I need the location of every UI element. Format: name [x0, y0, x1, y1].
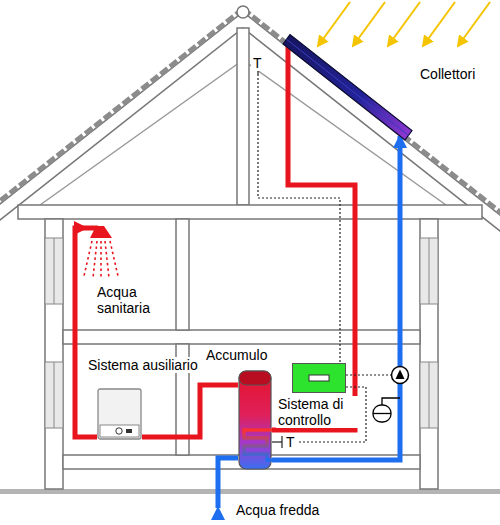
sensor-label: T [251, 55, 264, 71]
window [54, 238, 55, 304]
sun-ray [318, 2, 490, 46]
window [45, 362, 63, 428]
pipe-connector [272, 136, 400, 460]
roof [237, 6, 249, 18]
pipe-connector [75, 228, 97, 437]
expansion-vessel [373, 413, 391, 414]
shower-head-shape [84, 241, 92, 276]
building-structure [63, 330, 420, 344]
inlet-label: Acqua fredda [234, 502, 321, 518]
expansion-vessel [382, 398, 400, 405]
shower-head-shape [105, 241, 109, 278]
node-label: Sistema ausiliario [86, 357, 200, 373]
temperature-sensor [281, 436, 282, 448]
control-unit-shape [292, 363, 346, 393]
building-structure [176, 219, 189, 330]
circulation-pump [396, 370, 405, 380]
storage-tank-shape [238, 368, 272, 470]
node-label: Sistema di controllo [276, 396, 358, 428]
expansion-vessel [373, 405, 391, 422]
control-wire [258, 74, 340, 363]
window [420, 238, 438, 304]
node-label: Accumulo [204, 347, 269, 363]
shower-head-shape [90, 226, 112, 238]
auxiliary-boiler-shape [126, 429, 132, 433]
storage-tank: Accumulo [238, 368, 272, 470]
storage-tank-shape [239, 371, 271, 385]
node-label: Collettori [418, 66, 477, 82]
collector-panel: Collettori [282, 30, 414, 144]
sun-ray [388, 2, 420, 46]
auxiliary-boiler-shape [97, 388, 142, 440]
shower-head-shape [110, 241, 118, 276]
sun-ray [353, 2, 385, 46]
temperature-sensor [272, 441, 282, 442]
cold-water-pipe [218, 458, 238, 508]
storage-tank-shape [244, 430, 272, 460]
window [429, 362, 430, 428]
shower-head-shape [86, 218, 120, 248]
building-structure [237, 28, 249, 205]
building-structure [18, 205, 482, 219]
control-unit-shape [293, 364, 346, 393]
cold-water-pipe [211, 506, 225, 520]
building-structure [18, 28, 482, 489]
control-wire [346, 374, 391, 375]
auxiliary-boiler: Sistema ausiliario [97, 388, 142, 440]
sensor-label: T [284, 434, 297, 450]
window [54, 362, 55, 428]
sun-ray [318, 2, 350, 46]
roof [0, 12, 500, 235]
control-wire [258, 74, 391, 442]
building-structure [45, 219, 63, 489]
circulation-pump [392, 367, 409, 384]
roof [0, 9, 243, 205]
shower-head: Acqua sanitaria [86, 218, 120, 248]
building-structure [420, 219, 438, 489]
shower-head-shape [100, 241, 102, 279]
control-unit: Sistema di controllo [292, 363, 346, 393]
collector-panel-shape [282, 30, 414, 144]
roof [0, 6, 500, 235]
shower-head-shape [84, 241, 118, 279]
auxiliary-boiler-shape [116, 428, 122, 434]
auxiliary-boiler-shape [98, 389, 141, 439]
window [45, 238, 63, 304]
sun-ray [423, 2, 455, 46]
window [420, 362, 438, 428]
expansion-vessel [373, 398, 400, 422]
node-label: Acqua sanitaria [95, 284, 171, 316]
pipe-connector [272, 42, 355, 430]
sun-ray [458, 2, 490, 46]
collector-panel-shape [287, 39, 409, 135]
control-unit-shape [309, 375, 329, 381]
storage-tank-shape [239, 371, 271, 469]
shower-head-shape [93, 241, 97, 278]
auxiliary-boiler-shape [100, 425, 139, 437]
window [429, 238, 430, 304]
roof [40, 60, 243, 205]
circulation-pump [392, 367, 409, 384]
pipe-connector [142, 385, 238, 437]
collector-panel-shape [283, 35, 412, 140]
